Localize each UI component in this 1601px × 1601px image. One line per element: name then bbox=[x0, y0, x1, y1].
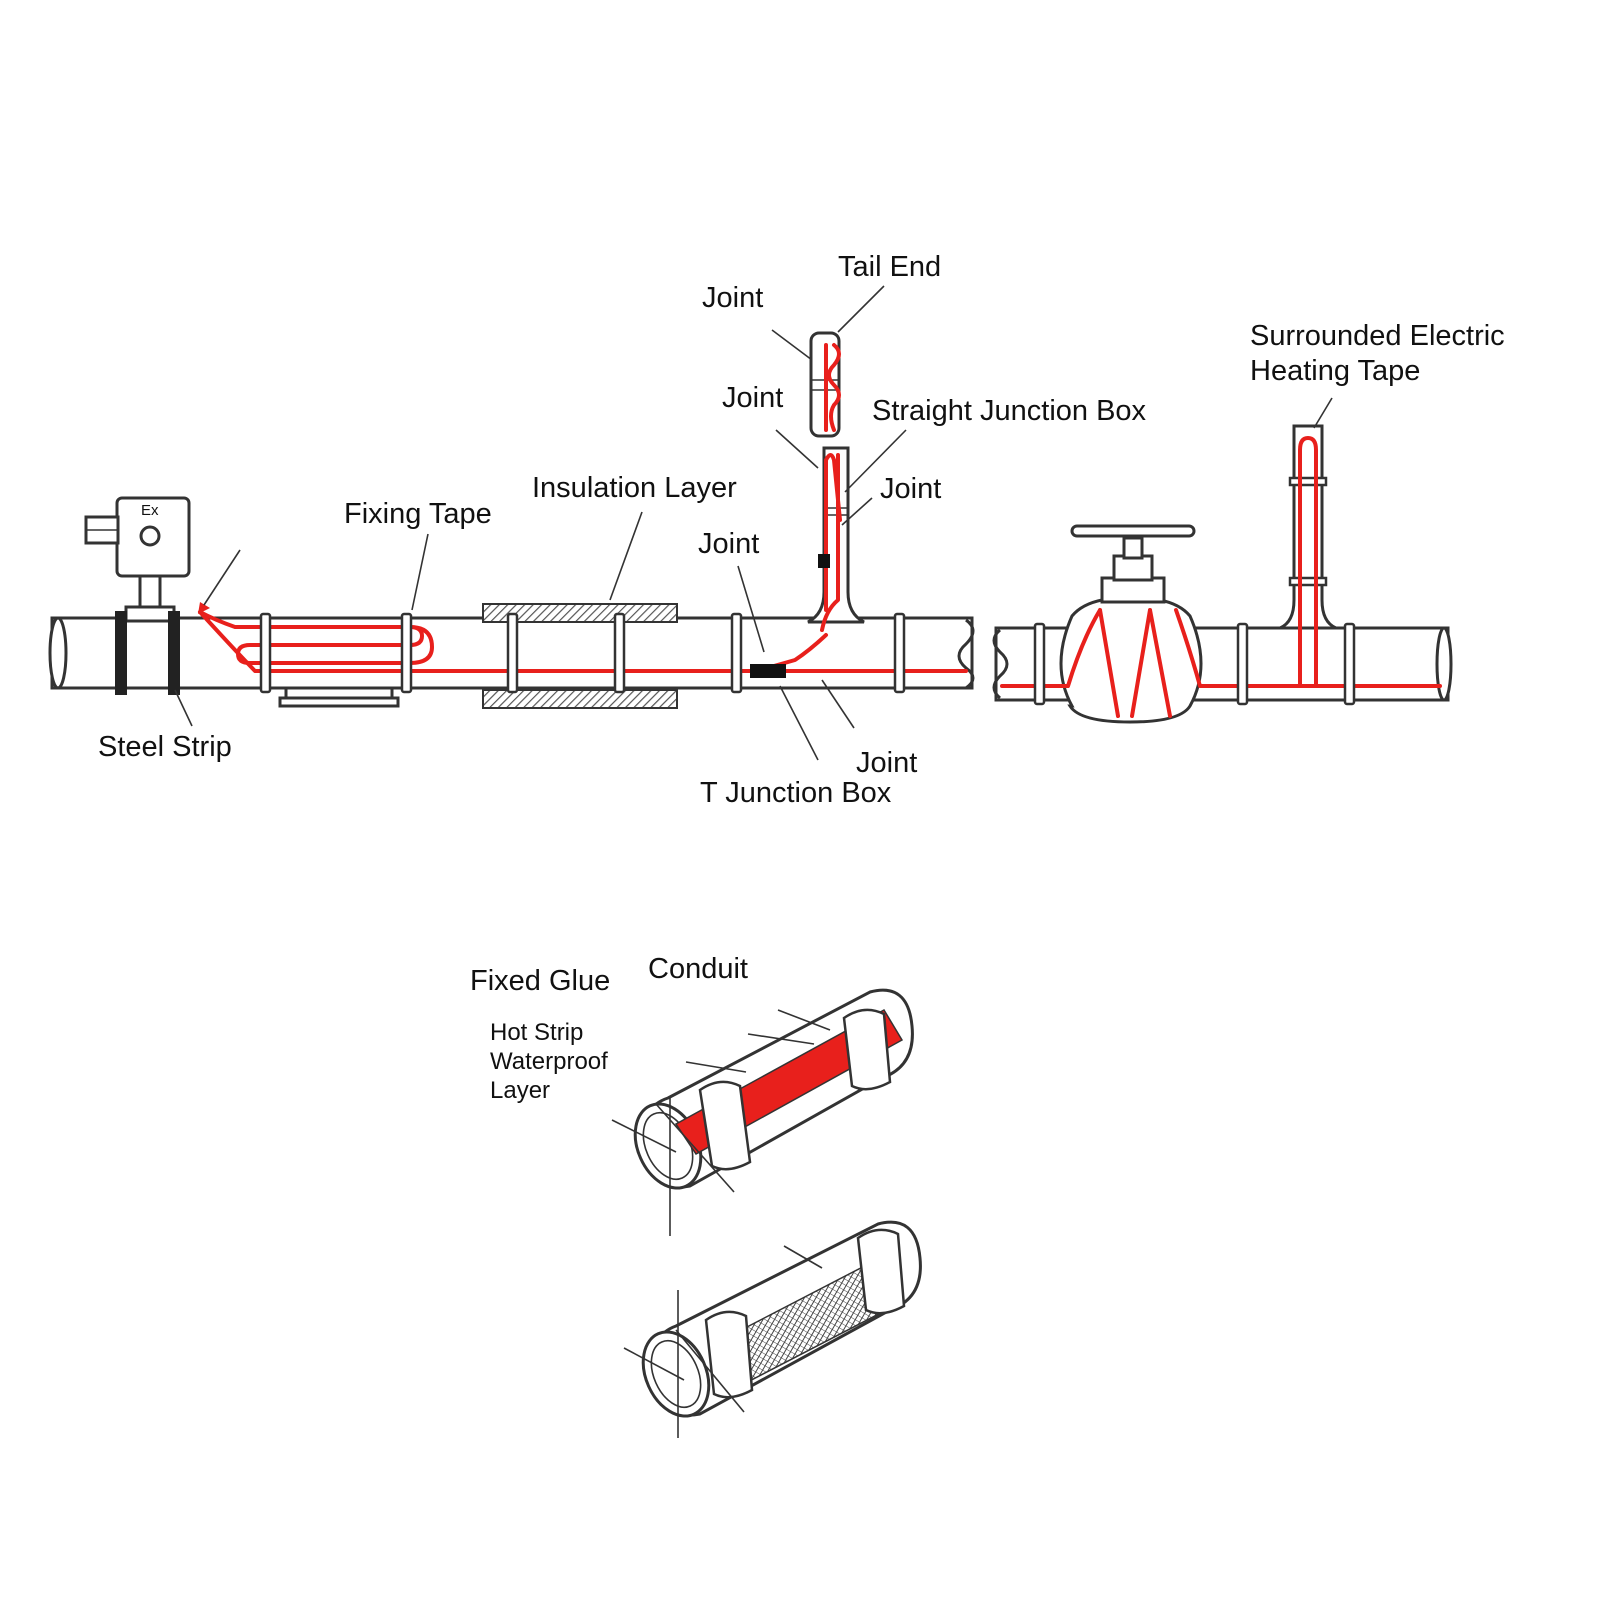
pipe-support bbox=[278, 686, 400, 708]
label-surrounded-line1: Surrounded Electric bbox=[1250, 320, 1505, 352]
fixing-bands-right bbox=[1033, 622, 1356, 706]
label-hot-strip: Hot Strip bbox=[490, 1019, 583, 1046]
conduit-detail-mesh bbox=[623, 1220, 922, 1438]
label-joint-bottom: Joint bbox=[856, 747, 917, 779]
ex-mark: Ex bbox=[141, 502, 159, 519]
label-surrounded-line2: Heating Tape bbox=[1250, 355, 1420, 387]
label-joint-mid: Joint bbox=[698, 528, 759, 560]
insulation-layer-block bbox=[482, 603, 678, 709]
leader-lines-top bbox=[174, 285, 1333, 761]
label-steel-strip: Steel Strip bbox=[98, 731, 232, 763]
label-waterproof: Waterproof bbox=[490, 1048, 608, 1075]
label-layer: Layer bbox=[490, 1077, 550, 1104]
label-insulation-layer: Insulation Layer bbox=[532, 472, 737, 504]
label-joint-right: Joint bbox=[880, 473, 941, 505]
valve bbox=[1000, 524, 1442, 724]
label-straight-junction-box: Straight Junction Box bbox=[872, 395, 1147, 427]
label-joint-upper: Joint bbox=[722, 382, 783, 414]
label-fixing-tape: Fixing Tape bbox=[344, 498, 492, 530]
fixing-bands-left bbox=[259, 612, 906, 694]
explosion-proof-junction-box: Ex bbox=[84, 496, 191, 695]
label-joint-top: Joint bbox=[702, 282, 763, 314]
label-tail-end: Tail End bbox=[838, 251, 941, 283]
conduit-detail-red bbox=[611, 988, 914, 1236]
label-conduit: Conduit bbox=[648, 953, 748, 985]
label-t-junction-box: T Junction Box bbox=[700, 777, 892, 809]
label-fixed-glue: Fixed Glue bbox=[470, 965, 610, 997]
vertical-riser-right bbox=[1279, 424, 1337, 688]
